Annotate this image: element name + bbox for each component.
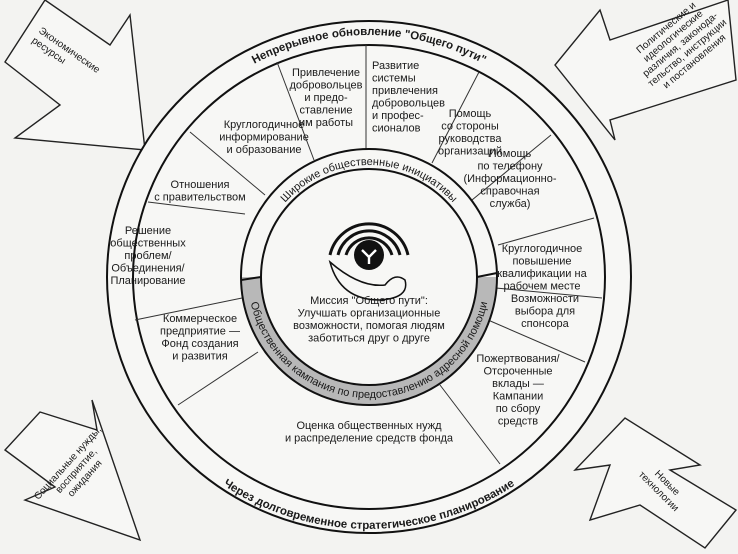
text-line: по телефону [477, 161, 543, 173]
text-line: привлечения [372, 85, 438, 97]
text-line: и развития [172, 351, 228, 363]
text-line: добровольцев [372, 98, 445, 110]
text-line: Объединения/ [111, 263, 185, 275]
text-line: проблем/ [124, 250, 172, 262]
text-line: с правительством [154, 192, 246, 204]
text-line: Решение [125, 225, 171, 237]
text-line: Круглогодичное [502, 243, 583, 255]
text-line: служба) [490, 198, 531, 210]
text-line: выбора для [515, 306, 575, 318]
text-line: Фонд создания [161, 338, 238, 350]
text-line: квалификации на [497, 268, 587, 280]
text-line: Привлечение [292, 67, 360, 79]
text-line: по сбору [496, 403, 541, 415]
text-line: руководства [439, 133, 503, 145]
text-line: Развитие [372, 60, 419, 72]
text-line: (Информационно- [463, 173, 556, 185]
text-line: Круглогодичное [224, 119, 305, 131]
text-line: ставление [300, 105, 353, 117]
text-line: им работы [299, 117, 353, 129]
arrow-bottom-right [573, 417, 738, 549]
text-line: предприятие — [160, 326, 240, 338]
middle-ring [240, 148, 498, 406]
text-line: возможности, помогая людям [293, 320, 445, 332]
text-line: и предо- [304, 92, 348, 104]
text-line: заботиться друг о друге [308, 333, 430, 345]
arrow-top-left [4, 0, 146, 151]
text-line: добровольцев [290, 80, 363, 92]
text-line: Кампании [493, 391, 544, 403]
text-line: и распределение средств фонда [285, 433, 454, 445]
text-line: системы [372, 73, 416, 85]
text-line: организаций [438, 146, 502, 158]
text-line: справочная [480, 186, 539, 198]
text-line: Коммерческое [163, 313, 237, 325]
mission-statement: Миссия "Общего пути":Улучшать организаци… [293, 295, 445, 345]
text-line: общественных [110, 238, 186, 250]
text-line: рабочем месте [503, 281, 580, 293]
text-line: Пожертвования/ [476, 353, 560, 365]
mission-text: Миссия "Общего пути":Улучшать организаци… [293, 295, 445, 345]
text-line: Помощь [449, 108, 492, 120]
text-line: Помощь [489, 148, 532, 160]
middle-ring-bottom [241, 277, 497, 405]
arrow-top-right [554, 0, 737, 141]
text-line: вклады — [492, 378, 544, 390]
segment-dividers [134, 45, 603, 465]
text-line: и профес- [372, 110, 424, 122]
text-line: Оценка общественных нужд [296, 420, 442, 432]
text-line: информирование [219, 132, 309, 144]
text-line: сионалов [372, 123, 421, 135]
text-line: средств [498, 416, 538, 428]
text-line: и образование [227, 144, 302, 156]
center-circle [260, 168, 478, 386]
text-line: Возможности [511, 293, 579, 305]
text-line: Миссия "Общего пути": [310, 295, 428, 307]
arrow-bottom-left [3, 399, 142, 542]
text-line: Отсроченные [484, 366, 553, 378]
text-line: повышение [512, 256, 571, 268]
logo-icon [328, 222, 410, 301]
text-line: Планирование [110, 275, 185, 287]
text-line: со стороны [441, 121, 499, 133]
text-line: спонсора [521, 318, 570, 330]
text-line: Улучшать организационные [298, 308, 441, 320]
text-line: Отношения [171, 179, 230, 191]
